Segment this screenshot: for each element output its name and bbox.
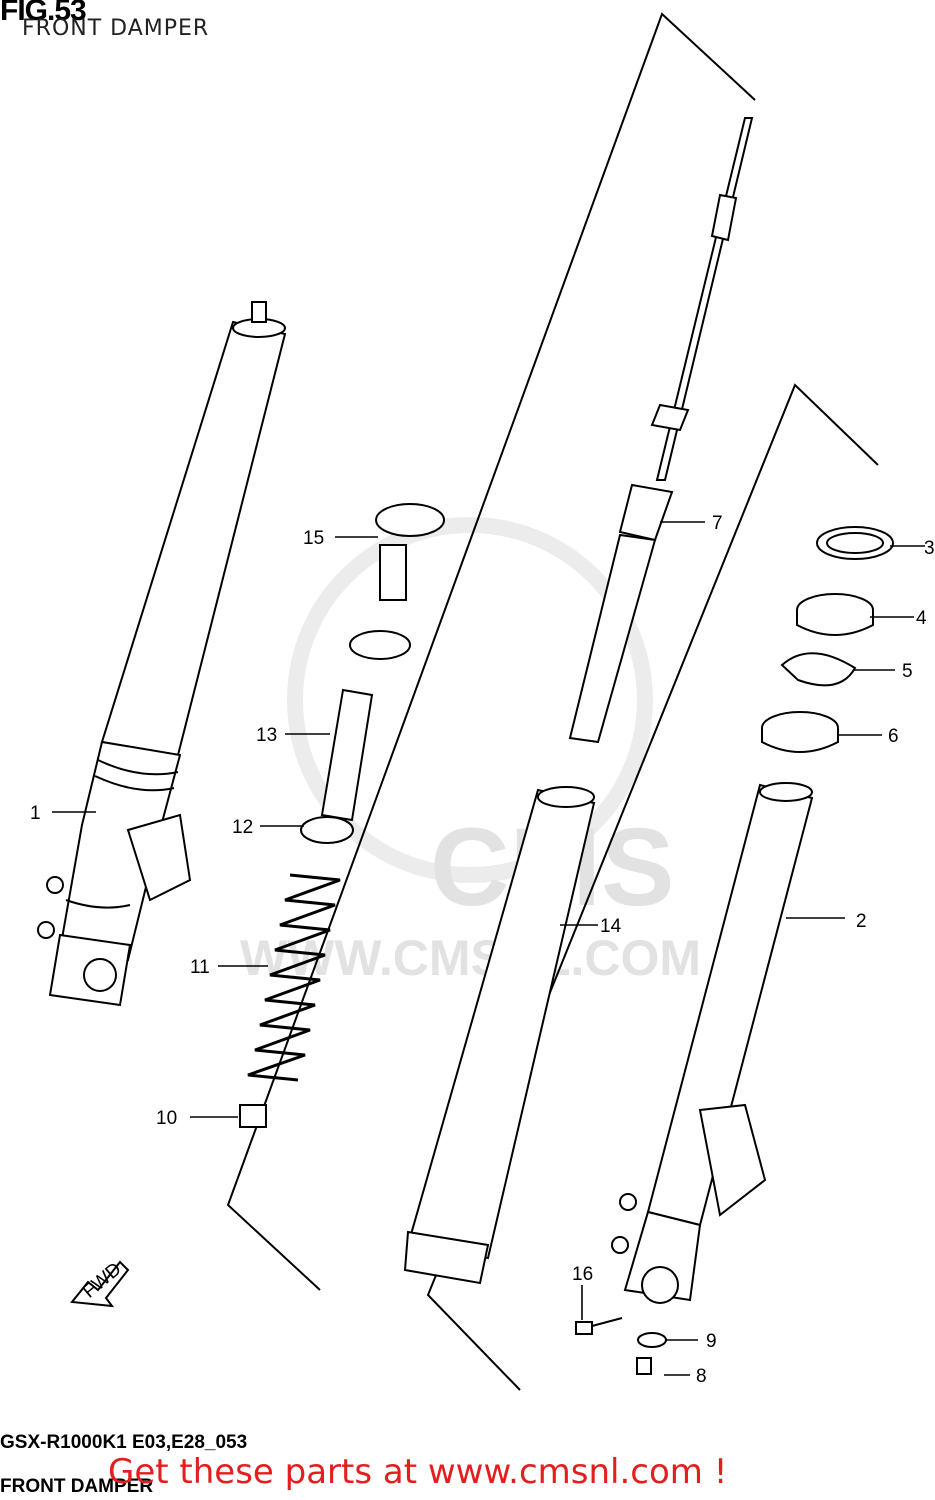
callout-3: 3 <box>924 538 935 559</box>
callout-11: 11 <box>190 957 210 978</box>
callout-6: 6 <box>888 726 899 747</box>
callout-numbers: 1 2 3 4 5 6 7 8 9 10 11 12 13 14 15 16 <box>30 513 935 1387</box>
fork-assembly-left <box>37 301 287 1007</box>
outer-tube-right <box>611 782 814 1304</box>
diagram-code: GSX-R1000K1 E03,E28_053 <box>0 1432 248 1453</box>
seal-stack <box>761 526 894 753</box>
spring-stack <box>239 503 445 1128</box>
callout-13: 13 <box>256 725 277 746</box>
fork-spring <box>247 873 341 1082</box>
callout-4: 4 <box>916 608 927 629</box>
callout-1: 1 <box>30 803 41 824</box>
callout-16: 16 <box>572 1264 593 1285</box>
leader-lines <box>52 521 925 1376</box>
callout-14: 14 <box>600 916 622 937</box>
bolts <box>575 1317 667 1375</box>
callout-2: 2 <box>856 911 867 932</box>
callout-15: 15 <box>303 528 324 549</box>
damper-rod <box>568 117 754 744</box>
figure-number: FIG.53 <box>0 0 87 27</box>
figure-title: FRONT DAMPER <box>22 16 210 41</box>
shop-link-banner[interactable]: Get these parts at www.cmsnl.com ! <box>108 1452 728 1492</box>
callout-10: 10 <box>156 1108 177 1129</box>
diagram-caption: FRONT DAMPER <box>0 1476 154 1497</box>
callout-8: 8 <box>696 1366 707 1387</box>
callout-5: 5 <box>902 661 913 682</box>
section-lines <box>226 12 879 1391</box>
fwd-arrow-icon: FWD <box>70 1259 130 1308</box>
inner-tube <box>403 786 596 1285</box>
callout-9: 9 <box>706 1331 717 1352</box>
callout-7: 7 <box>712 513 723 534</box>
callout-12: 12 <box>232 817 253 838</box>
